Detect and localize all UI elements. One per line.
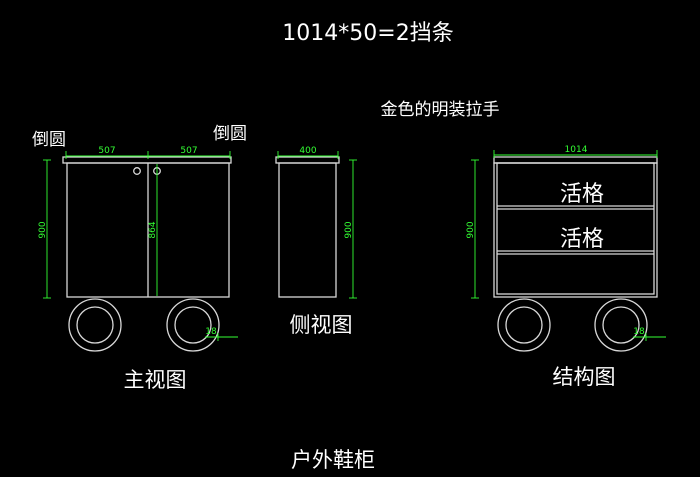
round-note-left: 倒圆 [32, 130, 66, 150]
structure-wheel-right-inner [602, 306, 640, 344]
handle-note: 金色的明装拉手 [381, 100, 500, 120]
structure-view: 活格 活格 [493, 156, 658, 352]
side-top-plate [275, 156, 340, 164]
front-dim-left: 507 [98, 146, 115, 156]
structure-dim-width: 1014 [565, 145, 588, 155]
front-top-plate [62, 156, 232, 164]
front-wheel-left-outer [68, 298, 122, 352]
structure-view-label: 结构图 [553, 365, 616, 389]
front-dim-wheel: 18 [205, 327, 217, 337]
drawing-caption: 户外鞋柜 [291, 448, 375, 472]
front-dim-inner: 864 [148, 221, 158, 238]
structure-wheel-left-outer [497, 298, 551, 352]
door-handle-left [133, 167, 141, 175]
round-note-right: 倒圆 [213, 124, 247, 144]
structure-wheel-right-outer [594, 298, 648, 352]
front-dim-right: 507 [180, 146, 197, 156]
drawing-title: 1014*50=2挡条 [282, 21, 453, 46]
side-dimensions: 400 900 [277, 146, 357, 299]
side-dim-width: 400 [299, 146, 316, 156]
structure-dimensions: 1014 900 18 [466, 145, 666, 341]
side-view [275, 156, 340, 298]
shelf-label-1: 活格 [560, 182, 604, 207]
front-wheel-right-inner [174, 306, 212, 344]
structure-top-plate [493, 156, 658, 164]
structure-inner-frame [496, 162, 655, 295]
structure-dim-wheel: 18 [633, 327, 645, 337]
structure-wheel-left-inner [505, 306, 543, 344]
front-dimensions: 507 507 900 864 18 [38, 146, 238, 341]
front-wheel-left-inner [76, 306, 114, 344]
side-dim-height: 900 [344, 221, 354, 238]
front-wheel-right-outer [166, 298, 220, 352]
front-dim-height: 900 [38, 221, 48, 238]
front-view [62, 156, 232, 352]
shelf-label-2: 活格 [560, 227, 604, 252]
side-view-label: 侧视图 [290, 313, 353, 337]
side-cabinet-body [278, 162, 337, 298]
structure-dim-height: 900 [466, 221, 476, 238]
front-view-label: 主视图 [124, 368, 187, 392]
